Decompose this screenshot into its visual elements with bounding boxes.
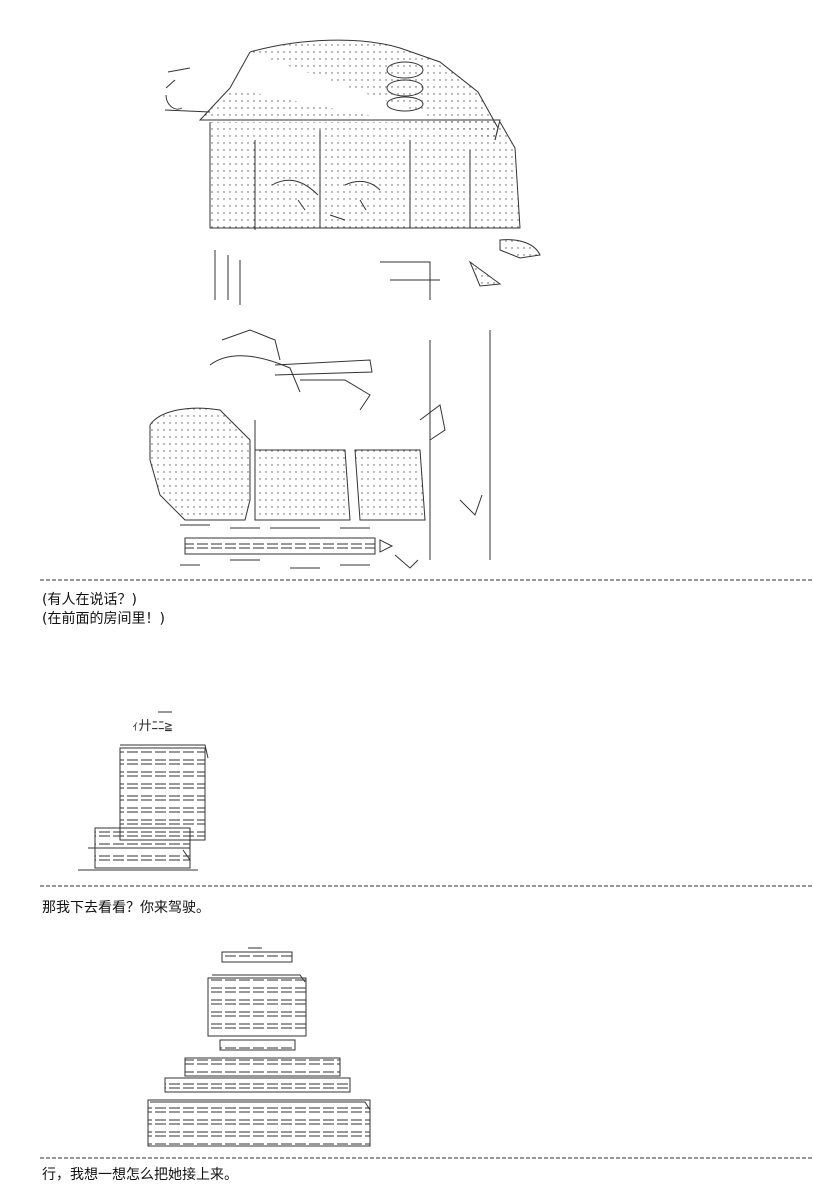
svg-text:ｨ廾ﾆﾆ≧: ｨ廾ﾆﾆ≧: [132, 719, 173, 734]
dialogue-line: (在前面的房间里！): [42, 611, 165, 627]
hooded-figure-small: ｨ廾ﾆﾆ≧: [78, 711, 209, 871]
dialogue-line: (有人在说话？): [42, 592, 137, 608]
dialogue-line: 行，我想一想怎么把她接上来。: [42, 1167, 238, 1183]
dialogue-line: 那我下去看看？你来驾驶。: [42, 900, 210, 916]
girl-figure: [149, 39, 541, 569]
hooded-figure-back: [147, 947, 371, 1147]
